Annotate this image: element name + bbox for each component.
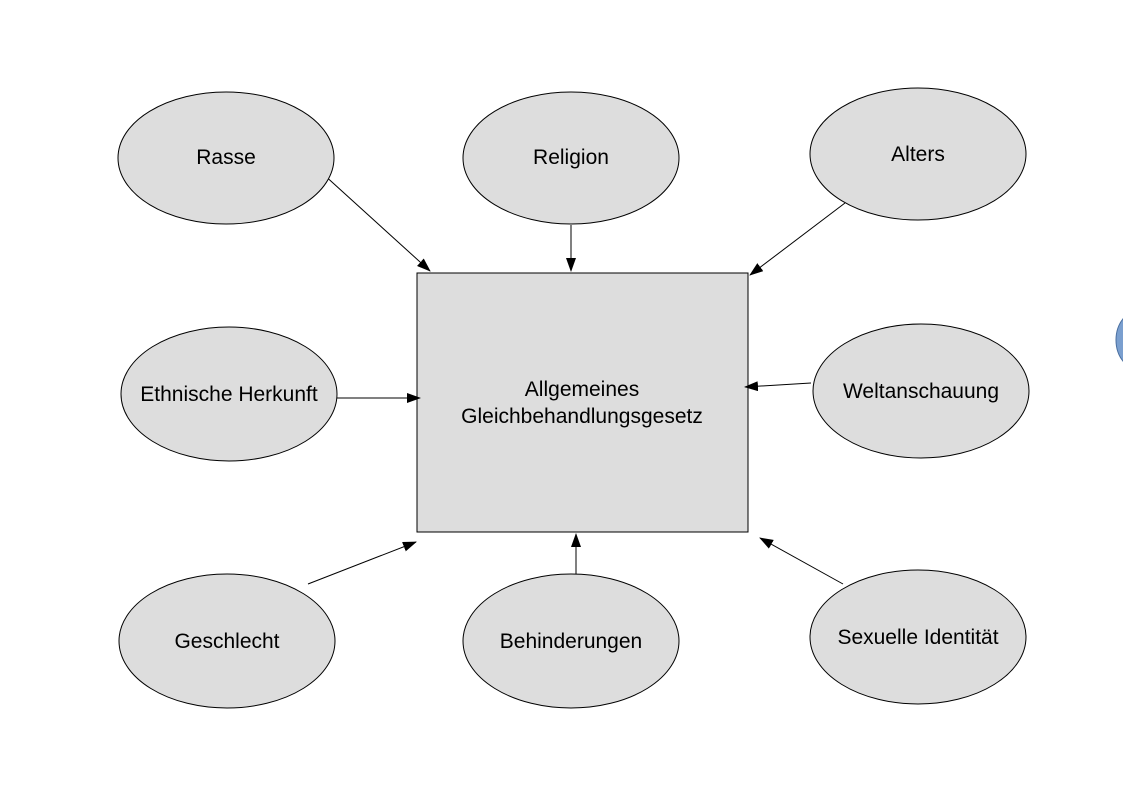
node-label: Alters — [891, 143, 945, 166]
center-box[interactable]: Allgemeines Gleichbehandlungsgesetz — [416, 272, 749, 533]
node-label: Weltanschauung — [843, 380, 999, 403]
offscreen-blue-shape — [1115, 318, 1123, 362]
node-alters[interactable]: Alters — [809, 87, 1027, 221]
edge-rasse — [321, 172, 431, 272]
node-religion[interactable]: Religion — [462, 91, 680, 225]
node-behinderungen[interactable]: Behinderungen — [462, 573, 680, 709]
edge-geschlecht — [307, 541, 417, 585]
node-label: Geschlecht — [174, 630, 279, 653]
center-title-line-1: Allgemeines — [525, 378, 639, 401]
node-geschlecht[interactable]: Geschlecht — [118, 573, 336, 709]
center-title-line-2: Gleichbehandlungsgesetz — [461, 405, 703, 428]
node-label: Rasse — [196, 146, 256, 169]
edge-weltanschauung — [744, 381, 812, 392]
node-label: Sexuelle Identität — [837, 626, 998, 649]
node-rasse[interactable]: Rasse — [117, 91, 335, 225]
node-sexuelle-identitaet[interactable]: Sexuelle Identität — [809, 569, 1027, 705]
node-label: Behinderungen — [500, 630, 642, 653]
node-weltanschauung[interactable]: Weltanschauung — [812, 323, 1030, 459]
node-ethnische-herkunft[interactable]: Ethnische Herkunft — [120, 326, 338, 462]
edge-sexuelle-identitaet — [759, 537, 844, 585]
edge-alters — [749, 202, 846, 276]
node-label: Ethnische Herkunft — [140, 383, 318, 406]
node-label: Religion — [533, 146, 609, 169]
